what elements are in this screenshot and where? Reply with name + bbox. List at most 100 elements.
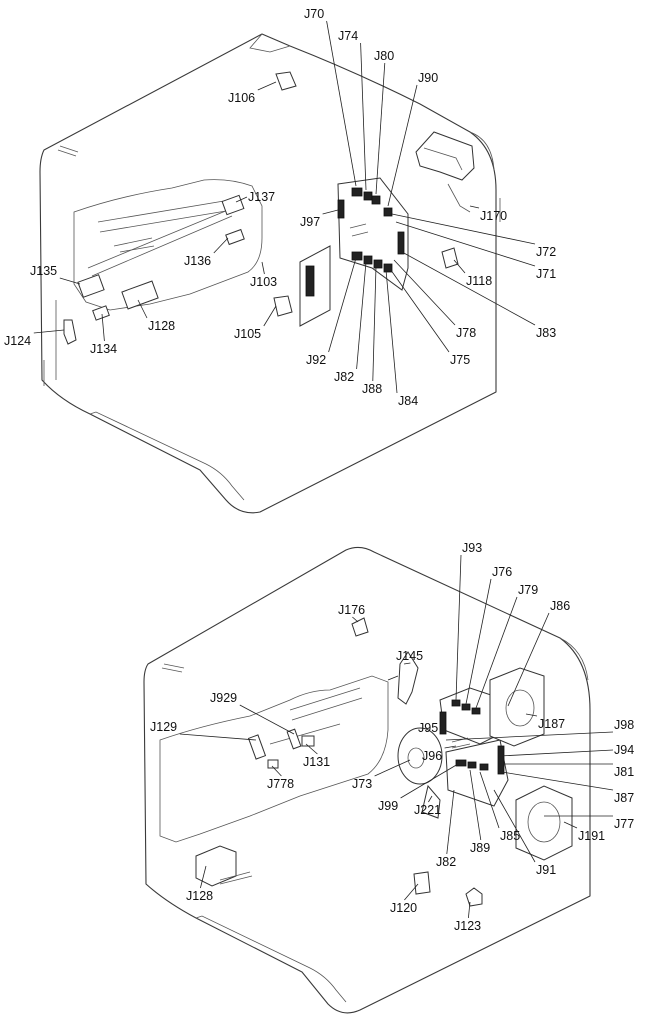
- bottom-leader-j86: [507, 612, 550, 707]
- bottom-leader-j73: [374, 759, 411, 777]
- top-label-j118: J118: [466, 274, 492, 288]
- top-pcb-connector-j82: [363, 255, 373, 265]
- bottom-motor-upper-right: [489, 667, 545, 747]
- top-label-j103: J103: [250, 275, 277, 289]
- bottom-label-j95: J95: [418, 721, 438, 735]
- bottom-label-j120: J120: [390, 901, 417, 915]
- bottom-label-j128: J128: [186, 889, 213, 903]
- top-pcb-connector-j84: [383, 263, 393, 273]
- bottom-leader-j120: [404, 883, 419, 901]
- top-printer-view: [39, 33, 501, 514]
- j137-connector: [221, 194, 245, 216]
- j145-tab: [387, 675, 399, 681]
- top-leader-j124: [33, 329, 65, 334]
- bottom-pcb-traces: [451, 737, 471, 749]
- top-leader-j170: [469, 205, 480, 209]
- top-label-j106: J106: [228, 91, 255, 105]
- bottom-label-j123: J123: [454, 919, 481, 933]
- bottom-pcb-connector-j76: [461, 703, 471, 711]
- bottom-label-j86: J86: [550, 599, 570, 613]
- top-label-j105: J105: [234, 327, 261, 341]
- top-label-j137: J137: [248, 190, 275, 204]
- top-leader-j128: [137, 299, 148, 319]
- bottom-label-j85: J85: [500, 829, 520, 843]
- j145-sensor: [397, 651, 419, 705]
- bottom-label-j81: J81: [614, 765, 634, 779]
- bottom-leader-j123: [468, 901, 471, 919]
- bottom-pcb-connector-j95: [439, 711, 447, 735]
- top-printer-side-lines: [43, 300, 57, 386]
- bottom-leader-j87: [501, 771, 614, 791]
- j135-connector: [77, 274, 105, 298]
- top-leader-j84: [385, 269, 398, 394]
- bottom-label-j778: J778: [267, 777, 294, 791]
- motor-upper-right-plate: [489, 667, 545, 747]
- bottom-motor-left: [397, 727, 443, 785]
- top-leader-j78: [393, 259, 456, 326]
- top-pcb-connector-j74: [363, 191, 373, 201]
- top-leader-j88: [372, 265, 377, 382]
- motor-upper-right-disc: [505, 689, 535, 727]
- top-pcb-connector-j90: [383, 207, 393, 217]
- bottom-label-j73: J73: [352, 777, 372, 791]
- bottom-harness-lines: [219, 871, 253, 885]
- top-fuser-assembly-outline: [73, 179, 263, 311]
- bottom-pcb-connector-j94: [497, 745, 505, 775]
- bottom-label-j176: J176: [338, 603, 365, 617]
- bottom-pcb-connector-j99: [455, 759, 467, 767]
- top-label-j82: J82: [334, 370, 354, 384]
- bottom-leader-j129: [179, 733, 257, 741]
- bottom-label-j98: J98: [614, 718, 634, 732]
- top-leader-j71: [395, 221, 536, 267]
- bottom-label-j91: J91: [536, 863, 556, 877]
- j778-connector: [267, 759, 279, 769]
- top-leader-j106: [257, 81, 277, 91]
- top-leader-j105: [263, 305, 277, 327]
- top-formatter-cage: [415, 131, 475, 181]
- j105-connector: [273, 295, 293, 317]
- bottom-label-j221: J221: [414, 803, 441, 817]
- bottom-printer-body-outline: [143, 546, 591, 1014]
- top-label-j88: J88: [362, 382, 382, 396]
- top-label-j75: J75: [450, 353, 470, 367]
- bottom-leader-j94: [499, 749, 614, 757]
- top-leader-j90: [387, 84, 418, 207]
- top-leader-j135: [59, 277, 81, 285]
- j136-connector: [225, 228, 245, 246]
- j118-connector: [441, 247, 459, 269]
- top-fuser-details: [97, 199, 233, 253]
- top-formatter-bracket: [447, 183, 471, 213]
- bottom-pcb-connector-j85: [479, 763, 489, 771]
- motor-lower-right-disc: [527, 801, 561, 843]
- bottom-pcb-connector-j79: [471, 707, 481, 715]
- top-pcb-connector-j97: [337, 199, 345, 219]
- top-leader-j72: [391, 213, 536, 245]
- bottom-leader-j98: [445, 731, 614, 741]
- top-pcb-connector-j88: [373, 259, 383, 269]
- bottom-leader-j145: [403, 662, 411, 665]
- bottom-leader-j176: [352, 616, 359, 623]
- bottom-label-j93: J93: [462, 541, 482, 555]
- bottom-leader-j95: [440, 721, 443, 729]
- j106-connector: [275, 71, 297, 91]
- bottom-label-j99: J99: [378, 799, 398, 813]
- bottom-leader-j778: [271, 765, 282, 777]
- top-label-j74: J74: [338, 29, 358, 43]
- top-printer-body-outline: [39, 33, 497, 514]
- bottom-label-j929: J929: [210, 691, 237, 705]
- j120-switch: [413, 871, 431, 895]
- top-main-pcb: [337, 177, 409, 291]
- j129-connector: [247, 734, 267, 760]
- top-leader-j83: [401, 251, 536, 326]
- top-leader-j136: [213, 237, 229, 254]
- j134-connector: [92, 305, 110, 321]
- top-label-j92: J92: [306, 353, 326, 367]
- bottom-leader-j93: [455, 554, 462, 701]
- top-label-j83: J83: [536, 326, 556, 340]
- bottom-pcb-connector-j93: [451, 699, 461, 707]
- bottom-label-j94: J94: [614, 743, 634, 757]
- j929-connector: [286, 728, 302, 750]
- top-pcb-connector-j92: [351, 251, 363, 261]
